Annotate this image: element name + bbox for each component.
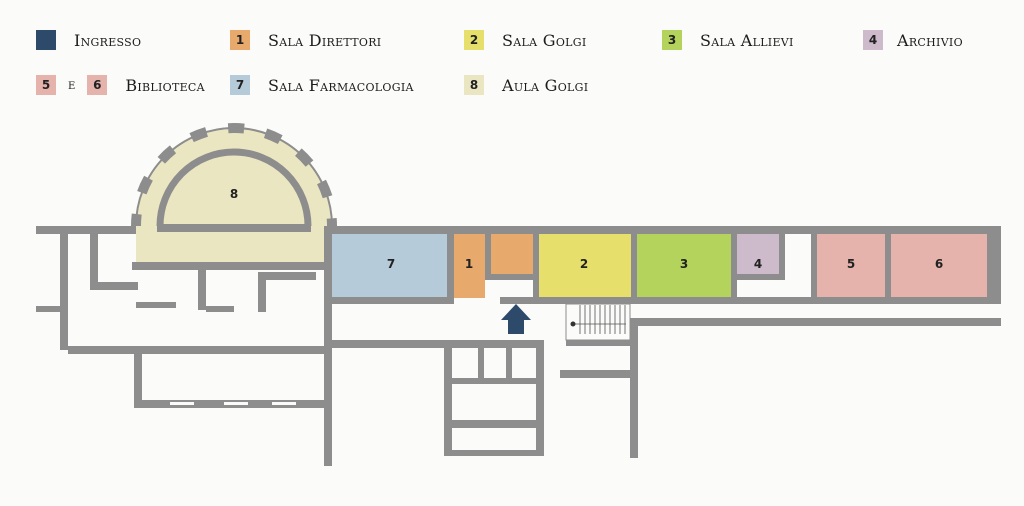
legend-swatch-room-4: 4: [863, 30, 883, 50]
lower-windows: [170, 402, 296, 405]
south-corridor-wall: [332, 340, 542, 348]
hall-base-wall: [132, 262, 332, 270]
legend-swatch-room-1: 1: [230, 30, 250, 50]
rooms-bottom-wall-c: [536, 297, 636, 304]
legend-label-room-7: Sala Farmacologia: [268, 75, 414, 95]
legend-label-room-3: Sala Allievi: [700, 30, 794, 50]
stairs-bottom-wall: [566, 340, 630, 346]
legend-item-room-1: 1 Sala Direttori: [230, 29, 381, 51]
room-3-number: 3: [680, 257, 688, 271]
wall-7-1: [447, 233, 454, 299]
stairs-steps: [572, 305, 626, 334]
wall-1b-bottom: [485, 274, 539, 280]
inner-wall-b: [206, 306, 234, 312]
stairs-marker: [570, 321, 576, 327]
rooms-bottom-wall-e: [811, 297, 1001, 304]
wall-4-bottom: [737, 274, 785, 280]
left-edge: [36, 226, 44, 230]
left-wing-wall-1: [60, 234, 68, 350]
wall-2-3: [631, 233, 637, 298]
inner-wall-a: [198, 270, 206, 310]
south-block-right: [536, 340, 544, 456]
lower-wall-left: [134, 346, 142, 408]
legend-item-library: 5 e 6 Biblioteca: [36, 74, 205, 96]
entrance-arrow: [501, 304, 531, 334]
east-corridor-wall: [630, 318, 1001, 326]
legend-swatch-room-3: 3: [662, 30, 682, 50]
legend-swatch-room-2: 2: [464, 30, 484, 50]
legend: Ingresso 1 Sala Direttori 2 Sala Golgi 3…: [0, 0, 1024, 110]
walls: [36, 123, 1001, 466]
legend-label-room-2: Sala Golgi: [502, 30, 587, 50]
lower-stub: [136, 302, 176, 308]
legend-swatch-room-7: 7: [230, 75, 250, 95]
south-block-bottom: [444, 450, 544, 456]
rooms-top-wall: [324, 226, 1001, 234]
wall-4-right: [779, 233, 785, 275]
room-5-number: 5: [847, 257, 855, 271]
room-6-fill: [891, 233, 987, 298]
left-wing-wall-2: [90, 234, 98, 290]
legend-item-entrance: Ingresso: [36, 29, 141, 51]
hall-outer-arc-blocks: [131, 123, 337, 227]
south-east-stub: [560, 370, 636, 378]
south-block-left: [444, 340, 452, 456]
inner-wall-c: [258, 272, 266, 312]
left-wing-stub: [36, 306, 68, 312]
room-6-number: 6: [935, 257, 943, 271]
wall-1-2: [533, 233, 539, 298]
wall-1-1b: [485, 233, 491, 275]
room-5-fill: [817, 233, 885, 298]
wall-3-4: [731, 233, 737, 298]
wall-5-6: [885, 233, 891, 298]
room-4-number: 4: [754, 257, 762, 271]
room-8-number: 8: [230, 187, 238, 201]
legend-label-room-1: Sala Direttori: [268, 30, 382, 50]
south-block-lower: [452, 420, 536, 428]
legend-label-room-4: Archivio: [897, 30, 963, 50]
legend-label-room-8: Aula Golgi: [502, 75, 589, 95]
left-wing-corridor: [68, 346, 332, 354]
legend-item-room-4: 4 Archivio: [863, 29, 963, 51]
room-7-fill: [331, 233, 447, 299]
south-block-mid: [452, 378, 536, 384]
room-1-fill: [454, 233, 485, 298]
east-vertical-wall: [630, 318, 638, 458]
room-7-number: 7: [387, 257, 395, 271]
floor-plan: 8 7 1 2 3 4 5 6: [36, 123, 1001, 466]
room-1-number: 1: [465, 257, 473, 271]
inner-wall-d: [258, 272, 316, 280]
room-3-fill: [637, 233, 731, 298]
room-1b-fill: [491, 233, 533, 275]
legend-swatch-room-5: 5: [36, 75, 56, 95]
legend-swatch-room-6: 6: [87, 75, 108, 95]
corridor-top-wall: [36, 226, 136, 234]
left-wing-wall-3: [98, 282, 138, 290]
central-wall: [324, 226, 332, 466]
legend-label-entrance: Ingresso: [74, 30, 142, 50]
rooms-bottom-wall-d: [636, 297, 811, 304]
room-4-fill: [737, 233, 779, 275]
rooms-bottom-wall-b: [500, 297, 536, 304]
legend-item-room-8: 8 Aula Golgi: [464, 74, 588, 96]
legend-and-text: e: [68, 77, 76, 93]
south-block-div-b: [506, 348, 512, 378]
legend-swatch-entrance: [36, 30, 56, 50]
wall-6-right: [987, 226, 1001, 304]
legend-item-room-2: 2 Sala Golgi: [464, 29, 586, 51]
hall-inner-arc: [156, 148, 312, 227]
legend-item-room-3: 3 Sala Allievi: [662, 29, 794, 51]
south-block-div-a: [478, 348, 484, 378]
legend-swatch-room-8: 8: [464, 75, 484, 95]
legend-item-room-7: 7 Sala Farmacologia: [230, 74, 414, 96]
legend-label-library: Biblioteca: [125, 75, 205, 95]
stairs-outline: [565, 303, 631, 341]
room-2-fill: [539, 233, 631, 298]
hall-inner-base: [157, 224, 311, 232]
rooms-bottom-wall: [324, 297, 454, 304]
wall-5-left: [811, 233, 817, 303]
room-2-number: 2: [580, 257, 588, 271]
